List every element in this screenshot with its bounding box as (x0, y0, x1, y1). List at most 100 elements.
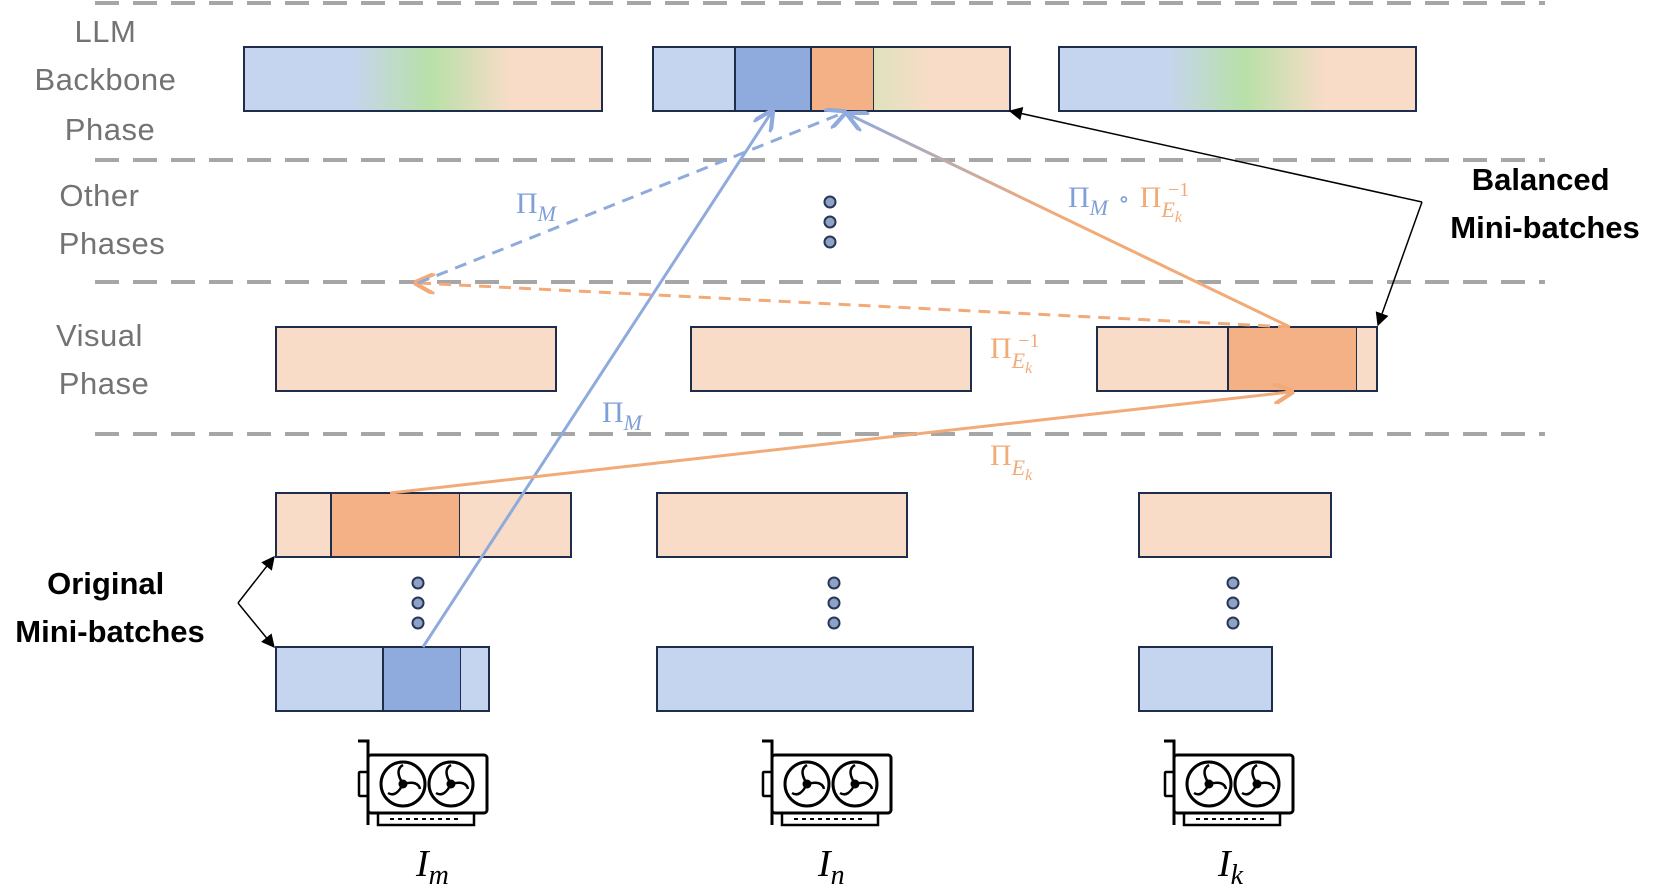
subscript-e: E (1160, 197, 1175, 222)
llm-bar-gpu-n-segment-orange (810, 46, 875, 112)
gpu-label-n: In (817, 843, 845, 887)
gpu-label-m-sub: m (429, 860, 449, 887)
arrow-visual-to-llm (850, 115, 1291, 329)
phase-label-llm: LLM Backbone Phase (34, 14, 185, 147)
visual-bar-gpu-k (1096, 326, 1378, 392)
permutation-labels: ΠM ΠM ΠM∘ΠEk−1 ΠEk−1 ΠEk (516, 179, 1189, 484)
phase-label-llm-line2: Backbone (34, 62, 176, 97)
phase-label-other: Other Phases (59, 178, 165, 261)
pi-symbol: Π (990, 439, 1012, 472)
subscript-k: k (1025, 467, 1033, 484)
pi-symbol: Π (516, 187, 538, 220)
gpu-label-m: Im (415, 843, 449, 887)
text-bar-gpu-m-segment-moved (382, 646, 462, 712)
pi-symbol: Π (602, 396, 624, 429)
ellipsis-gpu-m (411, 576, 425, 630)
permutation-arrows (389, 113, 1291, 648)
phase-separators (95, 1, 1545, 436)
pi-symbol: Π (1068, 181, 1090, 214)
balanced-arrow-to-llm (1008, 107, 1423, 203)
gpu-n (761, 739, 893, 827)
image-bar-gpu-n (656, 492, 908, 558)
phase-label-other-line2: Phases (59, 226, 165, 261)
subscript-m: M (537, 201, 558, 226)
balanced-arrow-to-visual (1375, 201, 1423, 327)
text-bar-gpu-m (275, 646, 490, 712)
label-pi-m-compose-pi-ek-inverse: ΠM∘ΠEk−1 (1068, 179, 1189, 226)
original-mini-batches-label: Original Mini-batches (15, 566, 204, 649)
pi-symbol: Π (1140, 181, 1162, 214)
gpu-label-n-sub: n (831, 860, 845, 887)
text-bar-gpu-m-segment-base (276, 647, 383, 711)
ellipsis-marks (411, 195, 1240, 630)
callout-arrows (237, 107, 1423, 649)
original-arrow-to-text (237, 602, 275, 649)
pi-symbol: Π (990, 332, 1012, 365)
gpu-label-k-sub: k (1231, 860, 1244, 887)
text-bar-gpu-k (1138, 646, 1273, 712)
llm-bar-gpu-k (1058, 46, 1417, 112)
gpu-label-n-base: I (817, 843, 833, 885)
ellipsis-gpu-k (1226, 576, 1240, 630)
gpu-label-k: Ik (1217, 843, 1244, 887)
subscript-k: k (1175, 209, 1183, 226)
phase-label-llm-line3: Phase (65, 112, 155, 147)
balanced-label-line2: Mini-batches (1450, 210, 1639, 245)
gpu-card-icon (1163, 739, 1295, 827)
image-bar-gpu-k (1138, 492, 1332, 558)
original-arrow-to-image (237, 555, 275, 604)
llm-bar-gpu-n-segment-blue (734, 46, 812, 112)
label-pi-m-dashed: ΠM (516, 187, 558, 226)
visual-bar-gpu-k-segment-moved (1227, 326, 1358, 392)
visual-bar-gpu-n (690, 326, 972, 392)
gpu-label-m-base: I (415, 843, 431, 885)
ellipsis-other-phases (823, 195, 837, 249)
superscript-inverse: −1 (1018, 330, 1039, 352)
llm-bar-gpu-n (652, 46, 1011, 112)
text-bar-gpu-n (656, 646, 974, 712)
balanced-mini-batches-label: Balanced Mini-batches (1450, 162, 1639, 245)
gpu-card-icon (357, 739, 489, 827)
image-bar-gpu-m-segment-moved (330, 492, 461, 558)
balanced-label-line1: Balanced (1472, 162, 1610, 197)
gpu-label-k-base: I (1217, 843, 1233, 885)
phase-label-visual-line1: Visual (56, 318, 143, 353)
original-text-bars (275, 646, 1273, 712)
visual-bar-gpu-m (275, 326, 557, 392)
visual-bar-gpu-k-segment-tail (1357, 327, 1377, 391)
phase-label-visual: Visual Phase (56, 318, 152, 401)
original-label-line2: Mini-batches (15, 614, 204, 649)
subscript-e: E (1011, 348, 1026, 373)
subscript-e: E (1011, 455, 1026, 480)
image-bar-gpu-m (275, 492, 572, 558)
visual-bar-gpu-k-outline (1096, 326, 1378, 392)
original-image-bars (275, 492, 1332, 558)
visual-phase-bars (275, 326, 1378, 392)
phase-label-visual-line2: Phase (59, 366, 149, 401)
llm-bar-gpu-n-segment-tail (874, 47, 1010, 111)
arrow-text-to-llm (421, 113, 771, 648)
phase-label-other-line1: Other (59, 178, 139, 213)
compose-operator: ∘ (1118, 187, 1130, 213)
image-bar-gpu-m-outline (275, 492, 572, 558)
ellipsis-gpu-n (827, 576, 841, 630)
llm-bar-gpu-m (243, 46, 603, 112)
llm-bar-gpu-n-segment-base (653, 47, 735, 111)
subscript-m: M (623, 410, 644, 435)
gpu-m (357, 739, 489, 827)
llm-phase-bars (243, 46, 1417, 112)
text-bar-gpu-m-segment-tail (461, 647, 489, 711)
arrow-image-to-visual (389, 392, 1290, 495)
visual-bar-gpu-k-segment-base (1097, 327, 1228, 391)
phase-label-llm-line1: LLM (75, 14, 137, 49)
label-pi-ek-inverse: ΠEk −1 (990, 330, 1040, 377)
subscript-k: k (1025, 360, 1033, 377)
label-pi-ek: ΠEk (990, 439, 1033, 484)
text-bar-gpu-m-outline (275, 646, 490, 712)
gpu-k (1163, 739, 1295, 827)
original-label-line1: Original (47, 566, 164, 601)
image-bar-gpu-m-segment-base (276, 493, 331, 557)
superscript-inverse: −1 (1168, 179, 1189, 201)
gpu-card-icon (761, 739, 893, 827)
